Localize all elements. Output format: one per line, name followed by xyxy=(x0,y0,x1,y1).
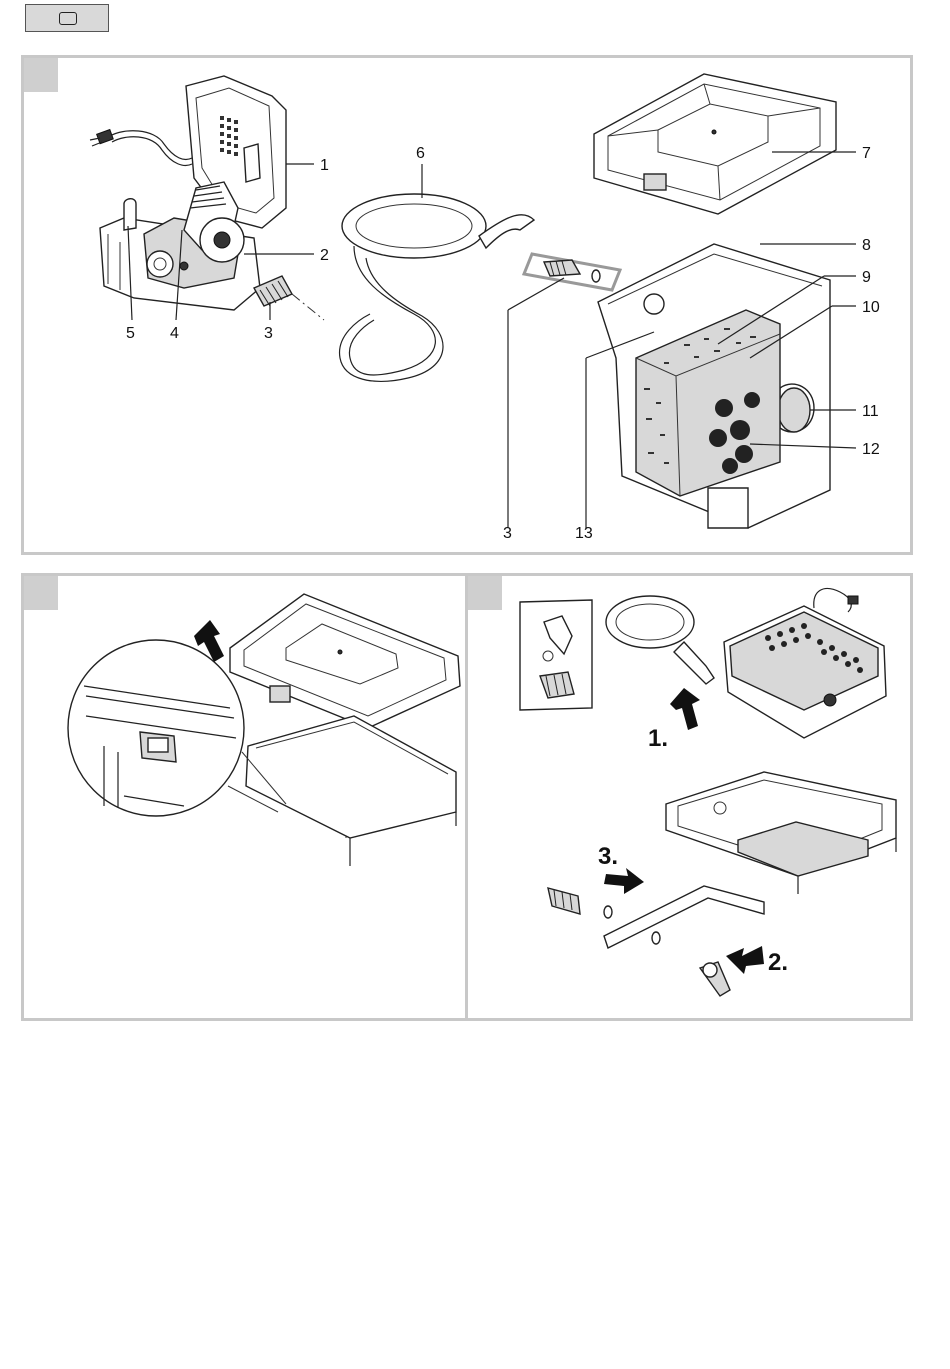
callout-7: 7 xyxy=(862,145,871,162)
step-3-label: 3. xyxy=(598,843,618,870)
step-2-label: 2. xyxy=(768,949,788,976)
push-arrow-icon xyxy=(604,868,644,894)
garden-hose xyxy=(340,194,534,381)
rounded-rectangle-icon xyxy=(59,12,77,25)
callout-9: 9 xyxy=(862,269,871,286)
callout-11: 11 xyxy=(862,403,879,420)
callout-8: 8 xyxy=(862,237,871,254)
filter-cover xyxy=(594,74,836,214)
exploded-parts-illustration: 1 2 3 4 5 6 7 8 9 10 11 12 3 13 xyxy=(24,58,910,552)
filter-cover-lifted xyxy=(230,594,460,728)
disassembly-illustration: 1. 3. 2. xyxy=(468,576,910,1018)
hose-connector-set xyxy=(508,254,620,528)
filter-top-unit xyxy=(724,589,886,738)
callout-3: 3 xyxy=(264,325,273,342)
hose-coil xyxy=(606,596,714,684)
filter-tank-open xyxy=(666,772,896,894)
callout-3-connector-set: 3 xyxy=(503,525,512,542)
callout-10: 10 xyxy=(862,299,880,316)
push-arrow-icon xyxy=(726,946,764,974)
lift-arrow-icon xyxy=(670,688,700,730)
filter-tank-rim xyxy=(246,716,456,866)
callout-2: 2 xyxy=(320,247,329,264)
section-tab xyxy=(25,4,109,32)
remove-cover-illustration xyxy=(24,576,465,1018)
elbow-connector xyxy=(700,962,730,996)
callout-6: 6 xyxy=(416,145,425,162)
figure-disassembly-panel: 1. 3. 2. xyxy=(465,573,913,1021)
hose-tail-connector xyxy=(548,888,612,918)
callout-12: 12 xyxy=(862,441,880,458)
hose-tail-left xyxy=(254,276,324,320)
figure-remove-cover-panel xyxy=(21,573,468,1021)
figure-overview-panel: 1 2 3 4 5 6 7 8 9 10 11 12 3 13 xyxy=(21,55,913,555)
step-1-label: 1. xyxy=(648,725,668,752)
callout-5: 5 xyxy=(126,325,135,342)
callout-1: 1 xyxy=(320,157,329,174)
power-plug-cable xyxy=(90,130,192,166)
callout-4: 4 xyxy=(170,325,179,342)
connector-bag xyxy=(520,600,592,710)
callout-13: 13 xyxy=(575,525,593,542)
